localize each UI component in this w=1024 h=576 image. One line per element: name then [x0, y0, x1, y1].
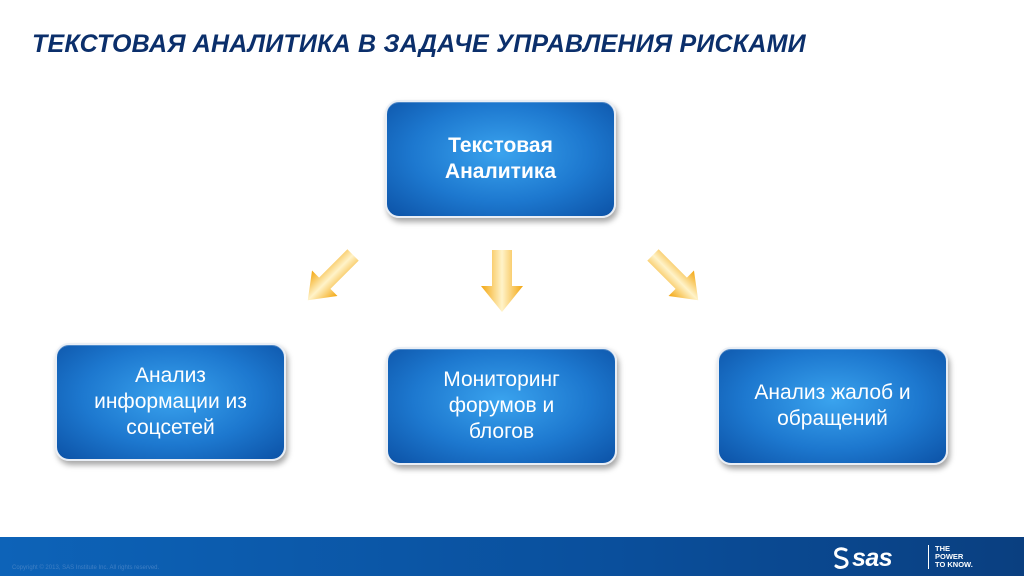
footer-bar: Copyright © 2013, SAS Institute Inc. All… [0, 537, 1024, 576]
node-label: Анализ жалоб и обращений [754, 380, 911, 430]
arrow-down-left-icon [307, 249, 359, 301]
copyright-text: Copyright © 2013, SAS Institute Inc. All… [12, 565, 160, 571]
slide-title: ТЕКСТОВАЯ АНАЛИТИКА В ЗАДАЧЕ УПРАВЛЕНИЯ … [32, 30, 806, 58]
node-social-media-analysis: Анализ информации из соцсетей [55, 343, 286, 461]
arrow-down-icon [481, 250, 523, 312]
root-node-text-analytics: Текстовая Аналитика [385, 100, 616, 218]
logo-divider [928, 545, 929, 569]
sas-logo-icon [834, 547, 849, 569]
sas-logo-text: sas [852, 544, 893, 572]
node-label: Мониторинг форумов и блогов [443, 367, 560, 444]
node-forum-blog-monitoring: Мониторинг форумов и блогов [386, 347, 617, 465]
logo-tagline: THE POWER TO KNOW. [935, 544, 973, 569]
root-node-label: Текстовая Аналитика [444, 133, 557, 183]
arrow-down-right-icon [647, 249, 699, 301]
node-label: Анализ информации из соцсетей [94, 363, 247, 440]
node-complaints-analysis: Анализ жалоб и обращений [717, 347, 948, 465]
